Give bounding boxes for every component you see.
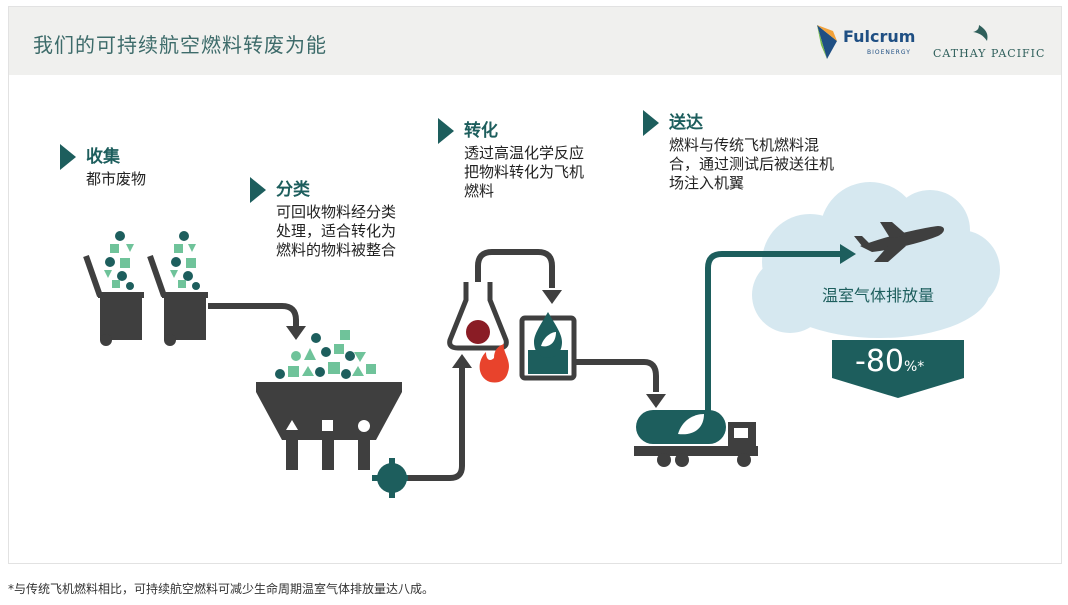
page-title: 我们的可持续航空燃料转废为能 [33, 33, 327, 57]
step-convert-desc-line: 燃料 [464, 182, 495, 200]
cathay-logo-text: CATHAY PACIFIC [933, 47, 1046, 60]
waste-items-right [170, 231, 200, 290]
pipe-truck-to-cloud [705, 251, 842, 436]
step-deliver-desc-line: 场注入机翼 [669, 174, 745, 192]
reduction-number: -80 [855, 344, 904, 379]
step-collect-desc-line: 都市废物 [86, 170, 147, 188]
pipe-flask-to-beaker [475, 249, 555, 288]
arrow-to-airplane-icon [840, 244, 856, 264]
step-convert-title: 转化 [464, 121, 498, 141]
arrow-into-hopper-icon [286, 326, 306, 340]
reduction-unit: %* [904, 359, 925, 375]
emissions-label: 温室气体排放量 [822, 286, 935, 305]
step-convert-desc-line: 把物料转化为飞机 [464, 163, 585, 181]
pipe-gear-to-flask [408, 362, 465, 481]
step-deliver-desc-line: 燃料与传统飞机燃料混 [669, 136, 820, 154]
step-convert-desc: 透过高温化学反应 把物料转化为飞机 燃料 [464, 144, 584, 201]
waste-items-left [104, 231, 134, 290]
step-marker-icon [60, 144, 76, 170]
reduction-value: -80%* [855, 344, 924, 379]
fire-icon [479, 344, 509, 383]
waste-bin-right-icon [147, 255, 208, 346]
step-sort-desc-line: 处理，适合转化为 [276, 222, 397, 240]
arrow-into-flask-icon [452, 354, 472, 368]
step-sort-title: 分类 [276, 180, 310, 200]
step-convert-desc-line: 透过高温化学反应 [464, 144, 585, 162]
reduction-badge-shape [832, 340, 964, 398]
fulcrum-logo-subtext: BIOENERGY [867, 49, 911, 56]
reaction-flask-icon [447, 282, 509, 351]
cathay-pacific-logo: CATHAY PACIFIC [929, 23, 1044, 63]
hopper-symbols [286, 420, 370, 432]
step-marker-icon [250, 177, 266, 203]
header-bar: 我们的可持续航空燃料转废为能 Fulcrum BIOENERGY CATHAY … [9, 7, 1061, 75]
fuel-beaker-icon [519, 312, 577, 381]
cathay-brushwing-icon [973, 25, 988, 41]
arrow-into-truck-icon [646, 394, 666, 408]
fulcrum-logo-text: Fulcrum [843, 27, 916, 46]
step-collect-title: 收集 [86, 147, 120, 167]
gear-icon [372, 458, 412, 498]
step-deliver-desc-line: 合，通过测试后被送往机 [669, 155, 835, 173]
airplane-icon [854, 222, 944, 262]
fulcrum-mark-icon [817, 25, 837, 59]
fuel-tanker-truck-icon [634, 410, 758, 467]
pipe-beaker-to-truck [576, 359, 659, 392]
pipe-bin-to-hopper [208, 303, 299, 330]
step-collect-desc: 都市废物 [86, 170, 146, 189]
sorted-material-pile [275, 330, 376, 379]
step-deliver-title: 送达 [669, 113, 703, 133]
arrow-into-beaker-icon [542, 290, 562, 304]
footnote: *与传统飞机燃料相比，可持续航空燃料可减少生命周期温室气体排放量达八成。 [8, 582, 435, 596]
step-sort-desc: 可回收物料经分类 处理，适合转化为 燃料的物料被整合 [276, 203, 396, 260]
waste-bin-left-icon [83, 255, 144, 346]
step-sort-desc-line: 可回收物料经分类 [276, 203, 397, 221]
step-deliver-desc: 燃料与传统飞机燃料混 合，通过测试后被送往机 场注入机翼 [669, 136, 834, 193]
step-marker-icon [438, 118, 454, 144]
fulcrum-logo: Fulcrum BIOENERGY [813, 21, 915, 61]
step-sort-desc-line: 燃料的物料被整合 [276, 241, 397, 259]
step-marker-icon [643, 110, 659, 136]
